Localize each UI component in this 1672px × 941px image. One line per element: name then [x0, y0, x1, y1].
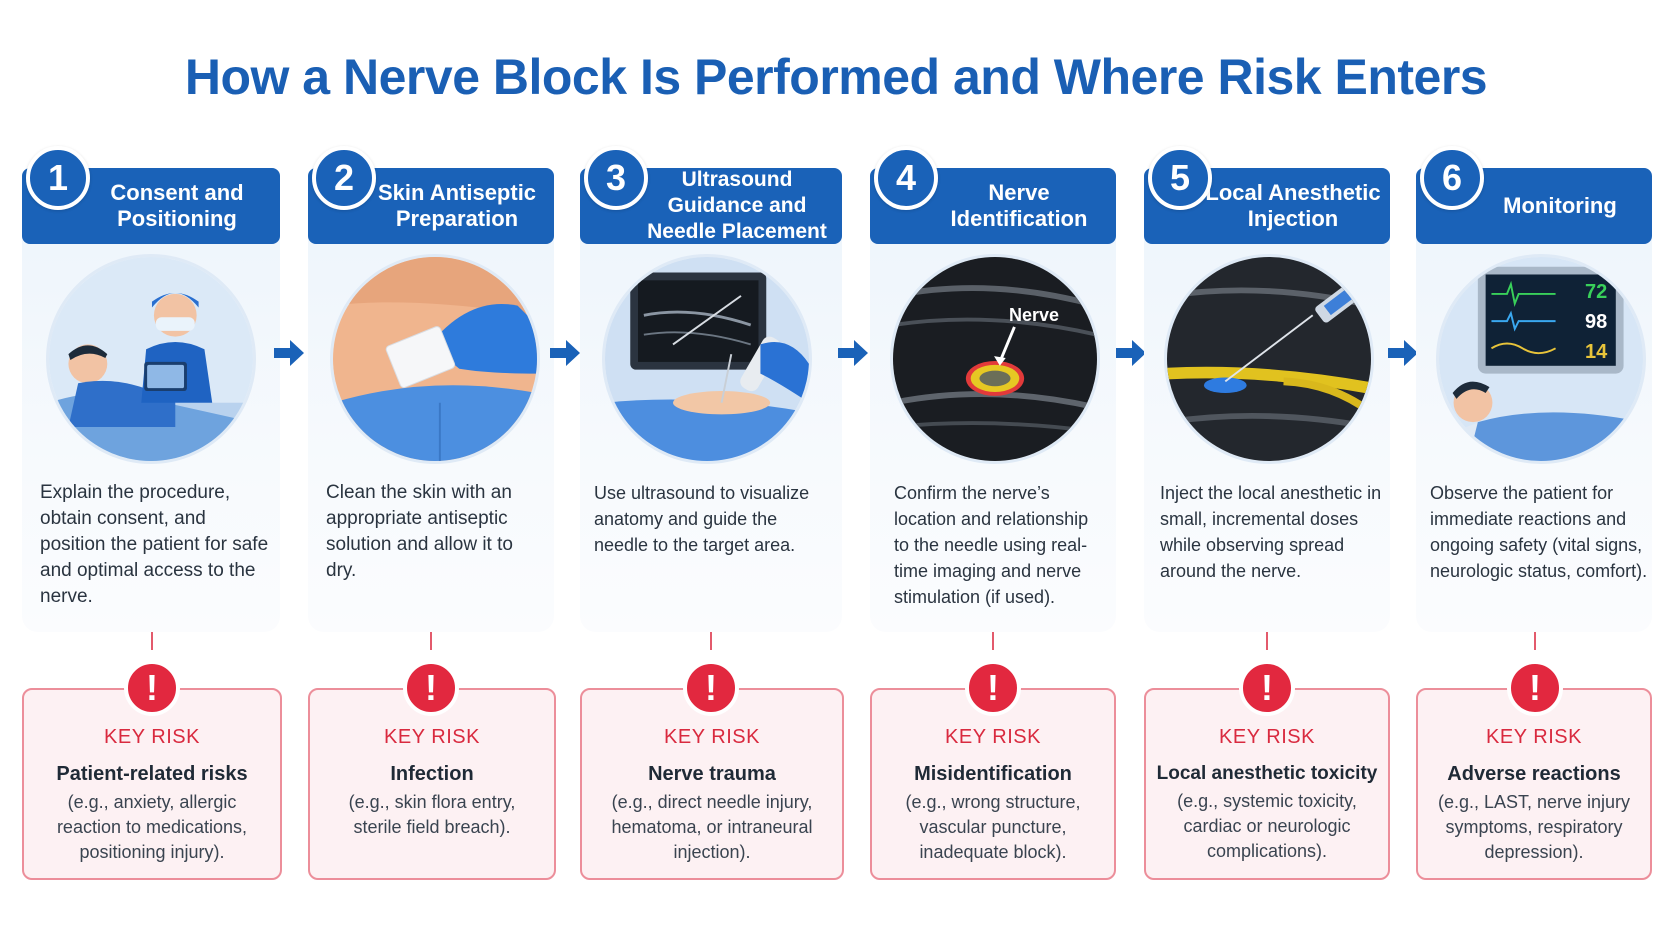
step-description: Confirm the nerve’s location and relatio… [894, 483, 1089, 607]
arrow-right-icon [838, 340, 868, 366]
risk-text: (e.g., wrong structure, vascular punctur… [905, 792, 1081, 862]
alert-icon: ! [1507, 660, 1563, 716]
risk-box-1: KEY RISK Patient-related risks (e.g., an… [22, 688, 282, 880]
syringe-injection-icon [1164, 254, 1374, 464]
risk-connector [1534, 632, 1536, 650]
step-4: Nerve Identification 4 Nerve Confirm the… [870, 146, 1116, 632]
nerve-image-label: Nerve [1009, 305, 1060, 325]
step-description: Observe the patient for immediate reacti… [1430, 483, 1648, 581]
alert-icon: ! [124, 660, 180, 716]
antiseptic-swab-icon [330, 254, 540, 464]
risk-text: (e.g., skin flora entry, sterile field b… [348, 792, 516, 837]
step-title: Ultrasound Guidance and Needle Placement [647, 168, 827, 243]
page-title: How a Nerve Block Is Performed and Where… [184, 49, 1488, 105]
risk-title: Patient-related risks [56, 763, 248, 785]
risk-title: Infection [390, 763, 474, 785]
risk-label: KEY RISK [104, 726, 200, 748]
risk-connector [430, 632, 432, 650]
risk-text: (e.g., anxiety, allergic reaction to med… [56, 792, 248, 862]
step-title: Local Anesthetic Injection [1205, 180, 1381, 231]
risk-label: KEY RISK [384, 726, 480, 748]
step-number: 6 [1420, 146, 1484, 210]
arrow-right-icon [1388, 340, 1418, 366]
step-1: Consent and Positioning 1 Explain the pr… [22, 146, 280, 632]
ultrasound-nerve-icon: Nerve [890, 254, 1100, 464]
step-title: Consent and Positioning [110, 180, 244, 231]
step-number: 2 [312, 146, 376, 210]
risk-box-5: KEY RISK Local anesthetic toxicity (e.g.… [1144, 688, 1390, 880]
step-description: Clean the skin with an appropriate antis… [326, 482, 513, 581]
risk-title: Local anesthetic toxicity [1156, 763, 1378, 784]
arrow-right-icon [1116, 340, 1146, 366]
risk-label: KEY RISK [945, 726, 1041, 748]
risk-box-3: KEY RISK Nerve trauma (e.g., direct need… [580, 688, 844, 880]
risk-text: (e.g., systemic toxicity, cardiac or neu… [1177, 791, 1357, 861]
spo2-value: 98 [1585, 311, 1608, 333]
risk-connector [151, 632, 153, 650]
respiratory-rate-value: 14 [1585, 341, 1608, 363]
risk-connector [992, 632, 994, 650]
vital-signs-monitor-icon: 72 98 14 [1436, 254, 1646, 464]
step-title: Monitoring [1503, 193, 1617, 218]
step-title: Skin Antiseptic Preparation [377, 180, 537, 231]
ultrasound-probe-icon [602, 254, 812, 464]
risk-title: Misidentification [914, 763, 1072, 785]
risk-label: KEY RISK [664, 726, 760, 748]
alert-icon: ! [403, 660, 459, 716]
risk-connector [710, 632, 712, 650]
step-5: Local Anesthetic Injection 5 Inject the … [1144, 146, 1390, 632]
step-3: Ultrasound Guidance and Needle Placement… [580, 146, 842, 632]
risk-box-6: KEY RISK Adverse reactions (e.g., LAST, … [1416, 688, 1652, 880]
step-number: 5 [1148, 146, 1212, 210]
heart-rate-value: 72 [1585, 281, 1608, 303]
step-2: Skin Antiseptic Preparation 2 Clean the … [308, 146, 554, 632]
step-6: Monitoring 6 72 98 14 Observe the patien… [1416, 146, 1652, 632]
alert-icon: ! [965, 660, 1021, 716]
risk-label: KEY RISK [1219, 726, 1315, 748]
risk-title: Nerve trauma [648, 763, 776, 785]
step-description: Explain the procedure, obtain consent, a… [40, 482, 269, 607]
risk-title: Adverse reactions [1447, 763, 1621, 785]
risk-box-2: KEY RISK Infection (e.g., skin flora ent… [308, 688, 556, 880]
risk-box-4: KEY RISK Misidentification (e.g., wrong … [870, 688, 1116, 880]
step-number: 1 [26, 146, 90, 210]
step-title: Nerve Identification [950, 180, 1088, 231]
arrow-right-icon [550, 340, 580, 366]
risk-text: (e.g., direct needle injury, hematoma, o… [611, 792, 813, 862]
alert-icon: ! [1239, 660, 1295, 716]
risk-label: KEY RISK [1486, 726, 1582, 748]
step-description: Inject the local anesthetic in small, in… [1160, 483, 1382, 581]
alert-icon: ! [683, 660, 739, 716]
arrow-right-icon [274, 340, 304, 366]
risk-text: (e.g., LAST, nerve injury symptoms, resp… [1437, 792, 1631, 862]
step-number: 4 [874, 146, 938, 210]
clinician-with-patient-icon [46, 254, 256, 464]
step-description: Use ultrasound to visualize anatomy and … [594, 483, 810, 555]
step-number: 3 [584, 146, 648, 210]
risk-connector [1266, 632, 1268, 650]
